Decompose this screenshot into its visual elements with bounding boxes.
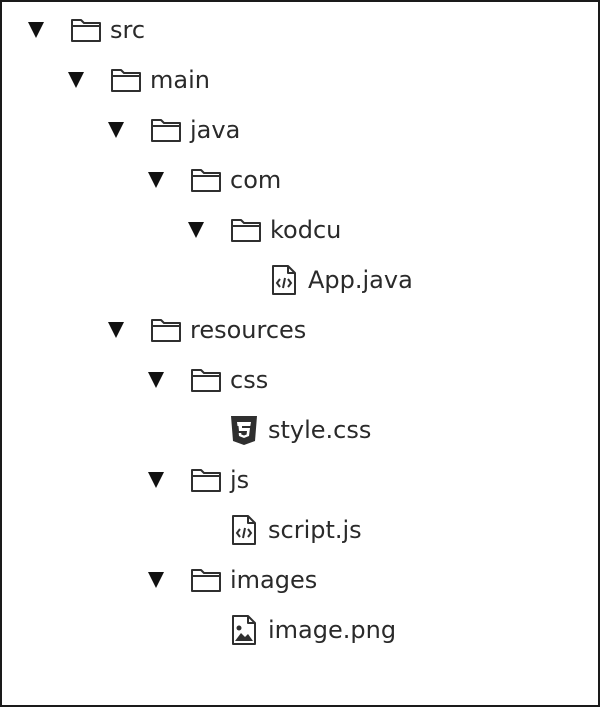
- tree-node-label: com: [230, 166, 282, 194]
- collapse-toggle-css[interactable]: [148, 372, 164, 388]
- folder-icon: [190, 564, 222, 596]
- tree-node-kodcu[interactable]: kodcu: [188, 210, 342, 250]
- code-file-icon: [228, 514, 260, 546]
- tree-node-src[interactable]: src: [28, 10, 146, 50]
- collapse-toggle-images[interactable]: [148, 572, 164, 588]
- collapse-toggle-resources[interactable]: [108, 322, 124, 338]
- tree-node-script-js[interactable]: script.js: [228, 510, 362, 550]
- tree-node-label: java: [190, 116, 241, 144]
- tree-node-label: kodcu: [270, 216, 342, 244]
- tree-node-com[interactable]: com: [148, 160, 282, 200]
- tree-node-images[interactable]: images: [148, 560, 318, 600]
- tree-node-css[interactable]: css: [148, 360, 269, 400]
- folder-icon: [230, 214, 262, 246]
- tree-node-js[interactable]: js: [148, 460, 250, 500]
- tree-node-app-java[interactable]: App.java: [268, 260, 413, 300]
- collapse-toggle-js[interactable]: [148, 472, 164, 488]
- tree-node-main[interactable]: main: [68, 60, 210, 100]
- tree-node-label: images: [230, 566, 318, 594]
- folder-icon: [190, 164, 222, 196]
- folder-icon: [150, 314, 182, 346]
- tree-node-label: App.java: [308, 266, 413, 294]
- tree-node-java[interactable]: java: [108, 110, 241, 150]
- tree-node-label: resources: [190, 316, 307, 344]
- tree-node-image-png[interactable]: image.png: [228, 610, 396, 650]
- tree-node-label: style.css: [268, 416, 372, 444]
- tree-node-label: src: [110, 16, 146, 44]
- collapse-toggle-com[interactable]: [148, 172, 164, 188]
- folder-icon: [110, 64, 142, 96]
- folder-icon: [150, 114, 182, 146]
- css3-icon: [228, 414, 260, 446]
- code-file-icon: [268, 264, 300, 296]
- tree-node-label: main: [150, 66, 210, 94]
- tree-node-label: script.js: [268, 516, 362, 544]
- folder-icon: [190, 464, 222, 496]
- tree-node-resources[interactable]: resources: [108, 310, 307, 350]
- folder-icon: [70, 14, 102, 46]
- folder-icon: [190, 364, 222, 396]
- tree-node-style-css[interactable]: style.css: [228, 410, 371, 450]
- collapse-toggle-main[interactable]: [68, 72, 84, 88]
- tree-node-label: image.png: [268, 616, 397, 644]
- collapse-toggle-src[interactable]: [28, 22, 44, 38]
- image-file-icon: [228, 614, 260, 646]
- collapse-toggle-java[interactable]: [108, 122, 124, 138]
- collapse-toggle-kodcu[interactable]: [188, 222, 204, 238]
- tree-node-label: css: [230, 366, 269, 394]
- tree-node-label: js: [230, 466, 250, 494]
